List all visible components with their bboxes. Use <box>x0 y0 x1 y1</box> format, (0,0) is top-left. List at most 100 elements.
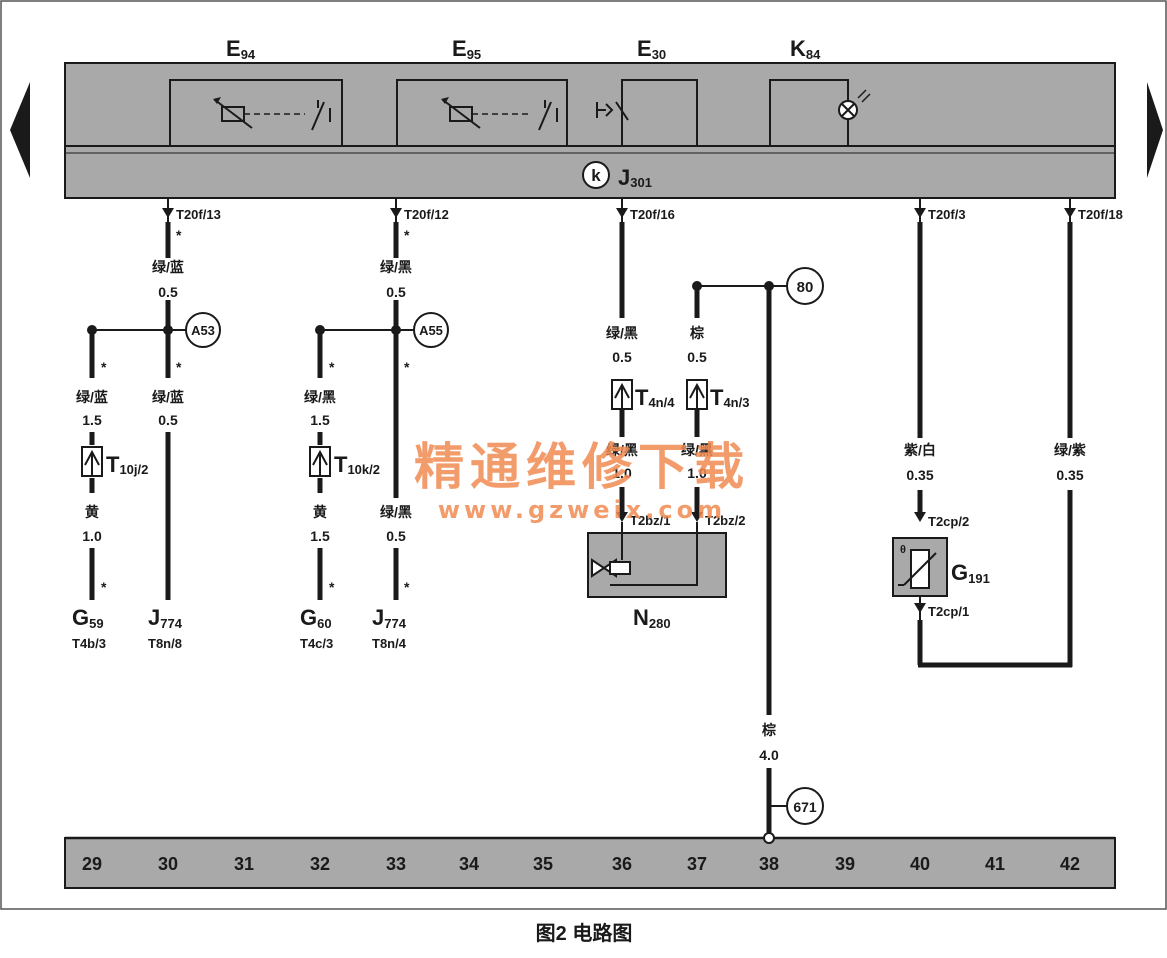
bus-number: 39 <box>835 854 855 874</box>
wire-size-label: 4.0 <box>759 747 779 763</box>
wire-size-label: 0.5 <box>687 349 707 365</box>
wire-size-label: 0.5 <box>386 284 406 300</box>
wire-size-label: 1.0 <box>687 465 707 481</box>
n280-label: N280 <box>633 605 671 631</box>
node-a53-label: A53 <box>191 323 215 338</box>
e30-pushbutton-switch <box>596 79 698 146</box>
watermark-title: 精通维修下载 <box>414 438 750 496</box>
pin-label: T20f/16 <box>630 207 675 222</box>
prev-arrow-icon[interactable] <box>10 82 30 178</box>
connector-t4n3: T4n/3 <box>686 379 749 410</box>
junction-dot <box>764 281 774 291</box>
pin-arrows <box>162 198 1076 222</box>
pin-label: T20f/3 <box>928 207 966 222</box>
wire-color-label: 绿/蓝 <box>76 389 108 405</box>
bus-number: 35 <box>533 854 553 874</box>
solenoid-valve-icon <box>591 558 631 578</box>
bus-number: 31 <box>234 854 254 874</box>
pin-label: T2bz/1 <box>630 513 670 528</box>
j774-label: J774 <box>372 605 407 631</box>
star-marker: * <box>176 227 182 243</box>
junctions <box>87 281 774 335</box>
star-marker: * <box>329 579 335 595</box>
g60-label: G60 <box>300 605 332 631</box>
connector-label: T10j/2 <box>106 452 148 477</box>
star-marker: * <box>404 579 410 595</box>
e30-label: E30 <box>637 36 666 62</box>
junction-dot <box>391 325 401 335</box>
wire-size-label: 0.5 <box>158 284 178 300</box>
bus-number: 32 <box>310 854 330 874</box>
potentiometer-icon <box>441 97 558 131</box>
pin-label: T2bz/2 <box>705 513 745 528</box>
bus-number: 33 <box>386 854 406 874</box>
wire-size-label: 0.5 <box>612 349 632 365</box>
bus-number: 38 <box>759 854 779 874</box>
svg-text:θ: θ <box>900 544 906 556</box>
star-marker: * <box>101 359 107 375</box>
g59-label: G59 <box>72 605 104 631</box>
wire-size-label: 1.0 <box>612 465 632 481</box>
wire-size-label: 1.5 <box>82 412 102 428</box>
bus-number: 36 <box>612 854 632 874</box>
wire-color-label: 紫/白 <box>904 442 936 458</box>
control-unit-k-symbol-icon <box>582 161 610 189</box>
connector-t10k2: T10k/2 <box>309 446 380 477</box>
connector-label: T4n/3 <box>710 385 749 410</box>
wire-color-label: 黄 <box>313 504 327 520</box>
n280-valve: T2bz/1 T2bz/2 N280 <box>587 512 745 631</box>
j774-connector-label: T8n/4 <box>372 636 407 651</box>
g191-label: G191 <box>951 560 990 586</box>
junction-dot <box>163 325 173 335</box>
lamp-icon <box>838 89 871 120</box>
wire-color-label: 绿/蓝 <box>152 259 184 275</box>
bus-junction <box>763 832 775 844</box>
node-671 <box>786 787 824 825</box>
star-marker: * <box>404 359 410 375</box>
wire-color-label: 绿/紫 <box>1054 442 1086 458</box>
j774-connector-label: T8n/8 <box>148 636 182 651</box>
wire-color-label: 绿/黑 <box>681 442 713 458</box>
wire-size-label: 1.5 <box>310 412 330 428</box>
pin-arrow-icon <box>914 512 926 522</box>
pushbutton-icon <box>596 80 629 121</box>
wire-color-label: 绿/黑 <box>380 504 412 520</box>
potentiometer-icon <box>213 97 331 131</box>
wire-color-label: 棕 <box>689 325 704 341</box>
star-markers: * * * * * * * * * <box>101 227 410 595</box>
junction-dot <box>87 325 97 335</box>
thermistor-icon: θ <box>898 544 937 589</box>
bus-number: 42 <box>1060 854 1080 874</box>
figure-caption: 图2 电路图 <box>536 921 633 945</box>
pin-label: T20f/18 <box>1078 207 1123 222</box>
wire-size-label: 0.5 <box>386 528 406 544</box>
bus-number: 30 <box>158 854 178 874</box>
connector-label: T10k/2 <box>334 452 380 477</box>
connector-t10j2: T10j/2 <box>81 446 148 477</box>
k84-label: K84 <box>790 36 821 62</box>
star-marker: * <box>101 579 107 595</box>
wire-size-label: 1.5 <box>310 528 330 544</box>
wire-color-label: 绿/黑 <box>606 442 638 458</box>
wire-color-label: 绿/黑 <box>304 389 336 405</box>
bottom-components: G59 T4b/3 J774 T8n/8 G60 T4c/3 J774 T8n/… <box>72 605 407 651</box>
wire-size-label: 1.0 <box>82 528 102 544</box>
watermark: 精通维修下载 www.gzweix.com <box>414 438 750 524</box>
g60-connector-label: T4c/3 <box>300 636 333 651</box>
pin-label: T20f/12 <box>404 207 449 222</box>
wire-color-label: 黄 <box>85 504 99 520</box>
junction-dot <box>692 281 702 291</box>
next-arrow-icon[interactable] <box>1147 82 1163 178</box>
j774-label: J774 <box>148 605 183 631</box>
e94-heated-seat-switch <box>169 79 343 146</box>
bus-number: 41 <box>985 854 1005 874</box>
pin-arrow-icon <box>691 512 703 522</box>
bus-number: 37 <box>687 854 707 874</box>
node-a53 <box>185 312 221 348</box>
wire-color-label: 绿/黑 <box>606 325 638 341</box>
wire-color-label: 绿/蓝 <box>152 389 184 405</box>
bus-number: 34 <box>459 854 479 874</box>
pin-label: T2cp/1 <box>928 604 969 619</box>
